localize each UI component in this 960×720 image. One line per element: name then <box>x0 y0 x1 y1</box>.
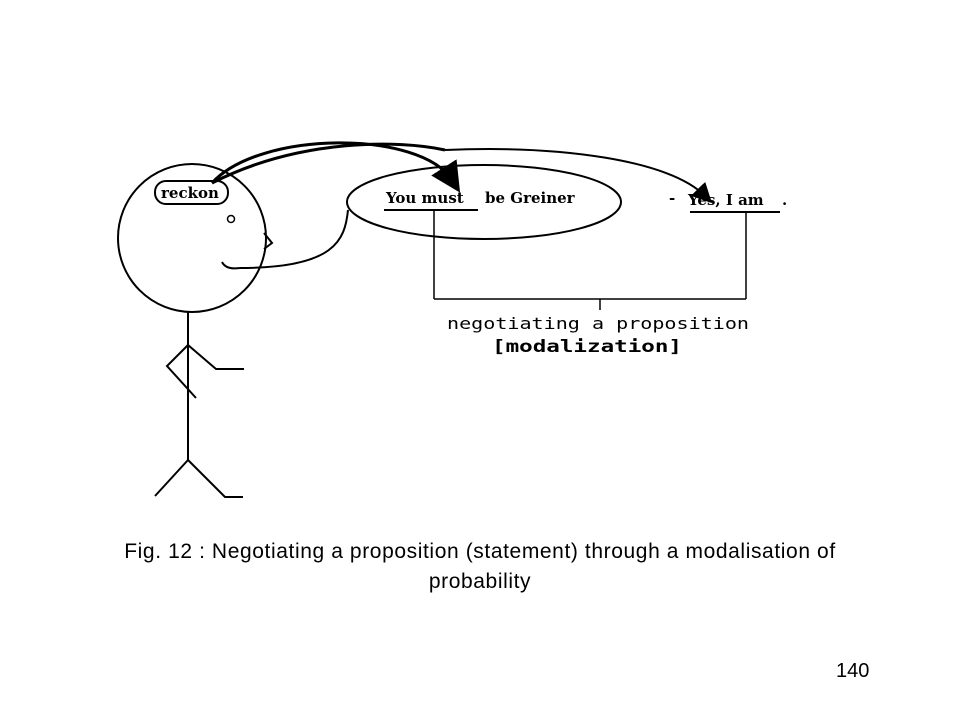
figure-mouth <box>221 261 241 270</box>
arrow-to-reply <box>444 148 712 204</box>
figure-right-arm <box>187 344 244 370</box>
thought-label: reckon <box>161 184 219 202</box>
utterance-prefix: You must <box>385 189 464 207</box>
reply-period: . <box>782 191 787 209</box>
figure-caption: Fig. 12 : Negotiating a proposition (sta… <box>60 537 900 597</box>
caption-line-1: Fig. 12 : Negotiating a proposition (sta… <box>124 540 836 563</box>
bracket-label: negotiating a proposition <box>447 314 749 333</box>
arc-connector <box>211 142 446 185</box>
reply-dash: - <box>669 189 675 207</box>
bracket-sublabel: [modalization] <box>492 337 682 357</box>
figure-eye <box>226 214 236 224</box>
figure-right-leg <box>187 459 243 498</box>
figure-head <box>117 163 267 313</box>
speech-ellipse <box>346 164 622 240</box>
figure-nose <box>263 232 274 250</box>
stick-figure <box>117 163 274 498</box>
figure-left-leg <box>154 459 189 497</box>
figure-left-arm <box>165 344 197 399</box>
caption-line-2: probability <box>428 570 532 593</box>
thought-bubble <box>154 180 229 205</box>
utterance-rest: be Greiner <box>485 189 576 207</box>
arrow-to-utterance <box>210 141 461 193</box>
speech-tail <box>239 209 349 269</box>
bracket <box>433 210 747 310</box>
reply-text: Yes, I am <box>687 191 764 209</box>
page-number: 140 <box>836 660 870 682</box>
